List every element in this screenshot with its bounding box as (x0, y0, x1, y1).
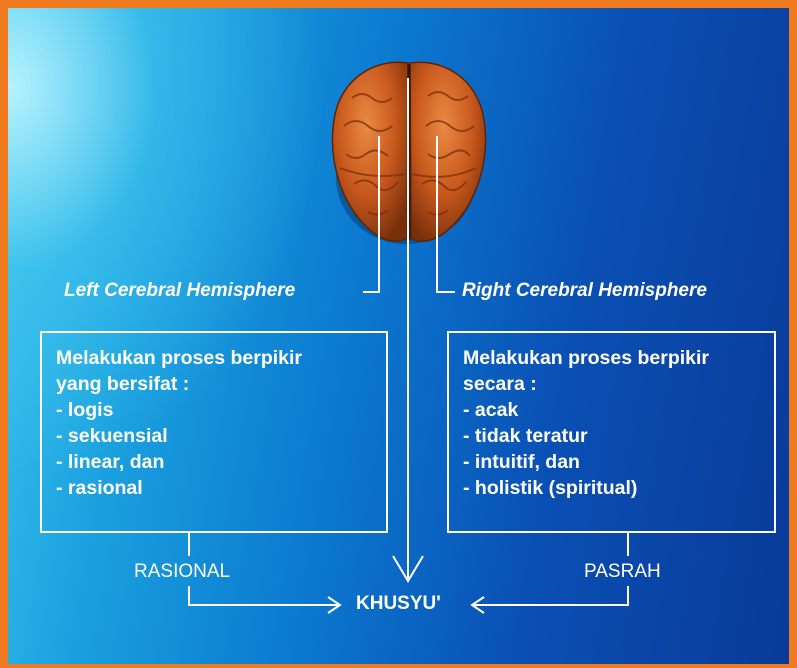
right-item-holistik: - holistik (spiritual) (463, 475, 760, 501)
left-hemisphere-label: Left Cerebral Hemisphere (64, 280, 295, 302)
left-item-rasional: - rasional (56, 475, 372, 501)
rasional-output-label: RASIONAL (134, 561, 230, 583)
left-intro-line-2: yang bersifat : (56, 371, 372, 397)
left-item-sekuensial: - sekuensial (56, 423, 372, 449)
right-intro-line-1: Melakukan proses berpikir (463, 345, 760, 371)
left-item-logis: - logis (56, 397, 372, 423)
right-output-arrow-line (474, 586, 628, 605)
left-hemisphere-box: Melakukan proses berpikir yang bersifat … (40, 331, 388, 533)
right-brain-lobe (410, 62, 486, 241)
right-hemisphere-box: Melakukan proses berpikir secara : - aca… (447, 331, 776, 533)
right-item-tidak-teratur: - tidak teratur (463, 423, 760, 449)
khusyu-result-label: KHUSYU' (356, 593, 441, 615)
right-item-intuitif: - intuitif, dan (463, 449, 760, 475)
right-hemisphere-label: Right Cerebral Hemisphere (462, 280, 707, 302)
diagram-panel: Left Cerebral Hemisphere Right Cerebral … (8, 8, 789, 664)
right-item-acak: - acak (463, 397, 760, 423)
left-intro-line-1: Melakukan proses berpikir (56, 345, 372, 371)
pasrah-output-label: PASRAH (584, 561, 661, 583)
right-intro-line-2: secara : (463, 371, 760, 397)
left-output-arrow-line (189, 586, 338, 605)
left-item-linear: - linear, dan (56, 449, 372, 475)
